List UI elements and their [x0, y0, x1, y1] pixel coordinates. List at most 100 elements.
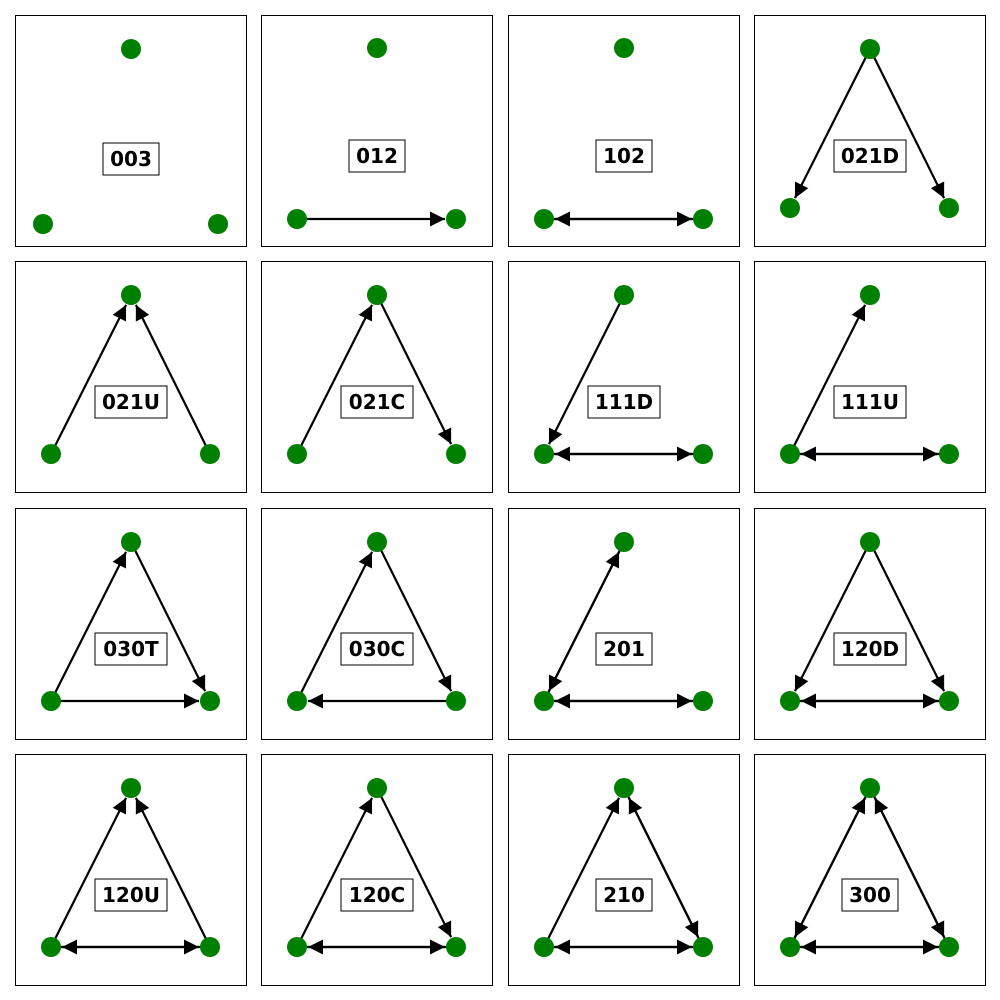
label-box: [833, 632, 907, 666]
node-b: [446, 209, 466, 229]
triad-label: 021U: [102, 390, 160, 414]
node-b: [693, 209, 713, 229]
label-box: [841, 878, 899, 912]
label-box: [833, 385, 907, 419]
triad-label: 300: [849, 883, 891, 907]
edge-b-to-t: [134, 797, 209, 943]
node-t: [121, 532, 141, 552]
node-b: [200, 937, 220, 957]
edge-b-to-t: [873, 797, 948, 943]
triad-label: 120C: [349, 883, 405, 907]
edge-t-to-b: [871, 546, 946, 692]
node-t: [860, 532, 880, 552]
triad-label: 210: [603, 883, 645, 907]
label-box: [340, 385, 414, 419]
node-a: [33, 214, 53, 234]
triad-label: 012: [356, 144, 398, 168]
node-b: [200, 691, 220, 711]
triad-panel-300: 300: [754, 754, 986, 986]
node-t: [860, 778, 880, 798]
node-a: [41, 444, 61, 464]
edge-t-to-a: [793, 792, 869, 938]
node-a: [287, 444, 307, 464]
node-t: [367, 285, 387, 305]
triad-label: 120D: [841, 637, 899, 661]
edge-t-to-a: [793, 53, 869, 199]
edge-a-to-t: [298, 304, 374, 450]
triad-panel-120d: 120D: [754, 508, 986, 740]
label-box: [595, 878, 653, 912]
edge-b-to-t: [134, 304, 209, 450]
node-t: [367, 532, 387, 552]
edge-t-to-b: [378, 299, 453, 445]
triad-panel-102: 102: [508, 15, 740, 247]
node-b: [208, 214, 228, 234]
node-t: [367, 38, 387, 58]
node-a: [780, 937, 800, 957]
node-b: [446, 444, 466, 464]
triad-panel-111d: 111D: [508, 261, 740, 493]
edge-t-to-b: [132, 546, 207, 692]
edge-t-to-b: [378, 546, 453, 692]
label-box: [348, 139, 406, 173]
node-a: [41, 937, 61, 957]
node-b: [446, 937, 466, 957]
label-box: [340, 632, 414, 666]
node-b: [693, 691, 713, 711]
node-t: [121, 285, 141, 305]
triad-panel-012: 012: [261, 15, 493, 247]
triad-label: 021D: [841, 144, 899, 168]
label-box: [833, 139, 907, 173]
node-b: [446, 691, 466, 711]
edge-t-to-a: [547, 546, 623, 692]
label-box: [595, 139, 653, 173]
node-a: [41, 691, 61, 711]
node-b: [939, 444, 959, 464]
label-box: [102, 142, 160, 176]
triad-panel-030c: 030C: [261, 508, 493, 740]
triad-panel-120c: 120C: [261, 754, 493, 986]
edge-t-to-a: [547, 299, 623, 445]
triad-panel-201: 201: [508, 508, 740, 740]
node-b: [939, 937, 959, 957]
edge-t-to-b: [871, 53, 946, 199]
node-a: [780, 198, 800, 218]
node-a: [780, 444, 800, 464]
node-a: [534, 691, 554, 711]
node-a: [780, 691, 800, 711]
triad-label: 111U: [841, 390, 899, 414]
node-b: [693, 444, 713, 464]
label-box: [340, 878, 414, 912]
triad-label: 030T: [103, 637, 159, 661]
triad-label: 030C: [349, 637, 405, 661]
node-a: [534, 444, 554, 464]
node-a: [287, 209, 307, 229]
node-a: [287, 937, 307, 957]
node-a: [287, 691, 307, 711]
label-box: [587, 385, 661, 419]
triad-panel-030t: 030T: [15, 508, 247, 740]
node-t: [614, 778, 634, 798]
node-t: [860, 39, 880, 59]
label-box: [94, 632, 168, 666]
edge-a-to-t: [298, 797, 374, 943]
triad-label: 201: [603, 637, 645, 661]
triad-label: 111D: [595, 390, 653, 414]
edge-a-to-t: [545, 797, 621, 943]
triad-panel-021c: 021C: [261, 261, 493, 493]
edge-a-to-t: [52, 551, 128, 697]
triad-panel-003: 003: [15, 15, 247, 247]
edge-a-to-t: [52, 304, 128, 450]
triad-panel-210: 210: [508, 754, 740, 986]
edge-a-to-t: [298, 551, 374, 697]
node-b: [693, 937, 713, 957]
node-t: [121, 778, 141, 798]
edge-t-to-b: [378, 792, 453, 938]
triad-label: 120U: [102, 883, 160, 907]
node-a: [534, 209, 554, 229]
label-box: [94, 385, 168, 419]
node-b: [200, 444, 220, 464]
label-box: [595, 632, 653, 666]
triad-panel-021u: 021U: [15, 261, 247, 493]
